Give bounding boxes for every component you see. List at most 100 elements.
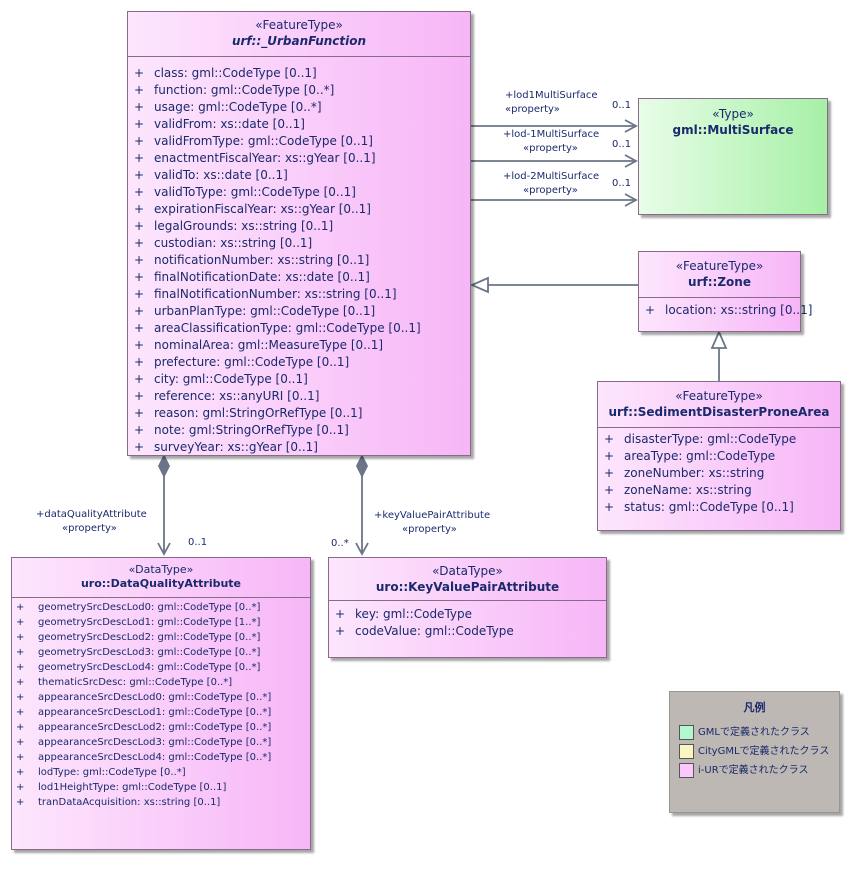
class-header: «FeatureType» urf::_UrbanFunction <box>128 12 470 57</box>
attribute-text: validTo: xs::date [0..1] <box>154 168 288 182</box>
attribute-text: codeValue: gml::CodeType <box>355 624 514 638</box>
plus-sign: + <box>134 134 145 148</box>
attribute-text: appearanceSrcDescLod3: gml::CodeType [0.… <box>38 737 272 748</box>
attribute-row: +note: gml:StringOrRefType [0..1] <box>128 422 470 439</box>
attribute-text: lod1HeightType: gml::CodeType [0..1] <box>38 782 227 793</box>
plus-sign: + <box>16 662 25 673</box>
plus-sign: + <box>16 602 25 613</box>
data-quality-stereotype-label: «property» <box>62 523 117 534</box>
attribute-text: prefecture: gml::CodeType [0..1] <box>154 355 350 369</box>
attribute-row: + disasterType: gml::CodeType <box>598 431 840 448</box>
attribute-text: appearanceSrcDescLod4: gml::CodeType [0.… <box>38 752 272 763</box>
attribute-text: disasterType: gml::CodeType <box>624 432 797 446</box>
lod-1-stereotype-label: «property» <box>523 143 578 154</box>
legend-item-gml: GMLで定義されたクラス <box>679 723 810 740</box>
attribute-row: + areaType: gml::CodeType <box>598 448 840 465</box>
class-header: «FeatureType» urf::SedimentDisasterProne… <box>598 382 840 428</box>
attribute-text: custodian: xs::string [0..1] <box>154 236 313 250</box>
attribute-text: thematicSrcDesc: gml::CodeType [0..*] <box>38 677 233 688</box>
attribute-row: +prefecture: gml::CodeType [0..1] <box>128 354 470 371</box>
attribute-row: +enactmentFiscalYear: xs::gYear [0..1] <box>128 150 470 167</box>
legend-swatch <box>679 762 694 778</box>
plus-sign: + <box>16 677 25 688</box>
sediment-disaster-prone-area-class[interactable]: «FeatureType» urf::SedimentDisasterProne… <box>597 381 841 531</box>
lod-1-role-label: +lod-1MultiSurface <box>503 129 600 140</box>
data-quality-attribute-class[interactable]: «DataType» uro::DataQualityAttribute +ge… <box>11 557 311 850</box>
attribute-text: reason: gml:StringOrRefType [0..1] <box>154 406 363 420</box>
attribute-list: +location: xs::string [0..1] <box>639 298 812 319</box>
plus-sign: + <box>134 338 145 352</box>
attribute-row: + city: gml::CodeType [0..1] <box>128 371 470 388</box>
legend-label: GMLで定義されたクラス <box>698 727 810 738</box>
key-value-pair-attribute-class[interactable]: «DataType» uro::KeyValuePairAttribute + k… <box>328 557 607 658</box>
plus-sign: + <box>16 707 25 718</box>
composition-diamond <box>157 453 171 479</box>
attribute-row: +expirationFiscalYear: xs::gYear [0..1] <box>128 201 470 218</box>
attribute-text: tranDataAcquisition: xs::string [0..1] <box>38 797 221 808</box>
attribute-list: + geometrySrcDescLod0: gml::CodeType [0..… <box>12 598 310 810</box>
attribute-text: enactmentFiscalYear: xs::gYear [0..1] <box>154 151 376 165</box>
plus-sign: + <box>604 466 615 480</box>
class-name: urf::SedimentDisasterProneArea <box>608 405 830 419</box>
attribute-text: location: xs::string [0..1] <box>665 303 813 317</box>
attribute-row: +status: gml::CodeType [0..1] <box>598 499 840 516</box>
attribute-row: +geometrySrcDescLod1: gml::CodeType [1..… <box>12 615 310 630</box>
attribute-row: +nominalArea: gml::MeasureType [0..1] <box>128 337 470 354</box>
attribute-text: notificationNumber: xs::string [0..1] <box>154 253 370 267</box>
plus-sign: + <box>134 168 145 182</box>
lod-2-role-label: +lod-2MultiSurface <box>503 171 600 182</box>
attribute-row: +appearanceSrcDescLod3: gml::CodeType [0… <box>12 735 310 750</box>
attribute-text: geometrySrcDescLod3: gml::CodeType [0..*… <box>38 647 261 658</box>
plus-sign: + <box>604 432 615 446</box>
plus-sign: + <box>134 321 145 335</box>
attribute-text: geometrySrcDescLod0: gml::CodeType [0..*… <box>38 602 261 613</box>
attribute-row: +class: gml::CodeType [0..1] <box>128 65 470 82</box>
data-quality-role-label: +dataQualityAttribute <box>36 509 147 520</box>
key-value-role-label: +keyValuePairAttribute <box>374 510 491 521</box>
zone-class[interactable]: «FeatureType» urf::Zone +location: xs::s… <box>638 251 812 332</box>
plus-sign: + <box>16 647 25 658</box>
attribute-row: +tranDataAcquisition: xs::string [0..1] <box>12 795 310 810</box>
attribute-text: usage: gml::CodeType [0..*] <box>154 100 322 114</box>
attribute-row: +appearanceSrcDescLod4: gml::CodeType [0… <box>12 750 310 765</box>
plus-sign: + <box>134 253 145 267</box>
plus-sign: + <box>16 782 25 793</box>
attribute-row: +finalNotificationDate: xs::date [0..1] <box>128 269 470 286</box>
plus-sign: + <box>16 767 25 778</box>
composition-diamond <box>355 453 369 479</box>
class-stereotype: «DataType» <box>128 563 194 576</box>
attribute-list: +class: gml::CodeType [0..1] + function: … <box>128 57 470 456</box>
class-stereotype: «DataType» <box>432 564 503 578</box>
plus-sign: + <box>134 440 145 454</box>
plus-sign: + <box>604 449 615 463</box>
attribute-text: city: gml::CodeType [0..1] <box>154 372 308 386</box>
plus-sign: + <box>335 624 346 638</box>
plus-sign: + <box>134 202 145 216</box>
key-value-multiplicity: 0..* <box>331 538 349 549</box>
data-quality-multiplicity: 0..1 <box>188 537 208 548</box>
multi-surface-class[interactable]: «Type» gml::MultiSurface <box>638 98 828 215</box>
plus-sign: + <box>134 372 145 386</box>
attribute-row: +reason: gml:StringOrRefType [0..1] <box>128 405 470 422</box>
attribute-text: lodType: gml::CodeType [0..*] <box>38 767 186 778</box>
class-name: uro::DataQualityAttribute <box>80 577 242 590</box>
generalization-triangle <box>710 329 728 349</box>
class-header: «DataType» uro::KeyValuePairAttribute <box>329 558 606 601</box>
plus-sign: + <box>134 389 145 403</box>
attribute-text: zoneNumber: xs::string <box>624 466 765 480</box>
urban-function-class[interactable]: «FeatureType» urf::_UrbanFunction +class… <box>127 11 471 456</box>
attribute-text: areaType: gml::CodeType <box>624 449 776 463</box>
lod-2-multiplicity: 0..1 <box>612 178 632 189</box>
attribute-text: areaClassificationType: gml::CodeType [0… <box>154 321 421 335</box>
generalization-triangle <box>469 276 489 294</box>
attribute-text: urbanPlanType: gml::CodeType [0..1] <box>154 304 376 318</box>
plus-sign: + <box>335 607 346 621</box>
class-name: uro::KeyValuePairAttribute <box>375 580 560 594</box>
attribute-row: + codeValue: gml::CodeType <box>329 623 606 640</box>
attribute-text: function: gml::CodeType [0..*] <box>154 83 335 97</box>
lod-1-multiplicity: 0..1 <box>612 139 632 150</box>
attribute-text: key: gml::CodeType <box>355 607 472 621</box>
attribute-text: note: gml:StringOrRefType [0..1] <box>154 423 349 437</box>
attribute-row: + validTo: xs::date [0..1] <box>128 167 470 184</box>
